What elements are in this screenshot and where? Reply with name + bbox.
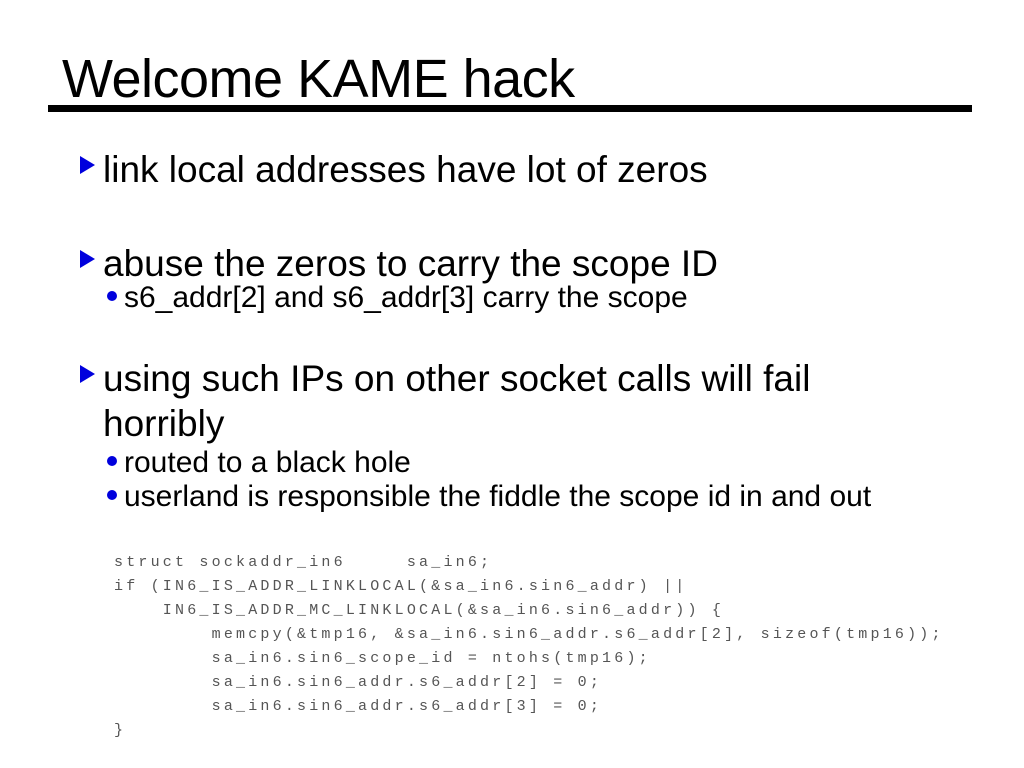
code-block: struct sockaddr_in6 sa_in6;if (IN6_IS_AD… [114, 551, 944, 743]
dot-bullet-icon [107, 456, 117, 466]
bullet-item-2: abuse the zeros to carry the scope ID [80, 241, 718, 286]
code-line-1: struct sockaddr_in6 sa_in6; [114, 554, 493, 571]
dot-bullet-icon [107, 291, 117, 301]
bullet-item-3: using such IPs on other socket calls wil… [80, 356, 810, 446]
code-line-2: if (IN6_IS_ADDR_LINKLOCAL(&sa_in6.sin6_a… [114, 578, 688, 595]
sub-bullet-text: routed to a black hole [124, 446, 411, 479]
sub-bullet-item-3-1: routed to a black hole [107, 446, 411, 480]
bullet-text: abuse the zeros to carry the scope ID [103, 243, 718, 284]
slide-title: Welcome KAME hack [62, 49, 575, 109]
sub-bullet-text: s6_addr[2] and s6_addr[3] carry the scop… [124, 281, 688, 314]
code-line-6: sa_in6.sin6_addr.s6_addr[2] = 0; [114, 674, 603, 691]
sub-bullet-item-2-1: s6_addr[2] and s6_addr[3] carry the scop… [107, 281, 688, 315]
bullet-text: using such IPs on other socket calls wil… [103, 356, 810, 446]
bullet-item-1: link local addresses have lot of zeros [80, 147, 708, 192]
code-line-8: } [114, 722, 127, 739]
code-line-5: sa_in6.sin6_scope_id = ntohs(tmp16); [114, 650, 651, 667]
sub-bullet-item-3-2: userland is responsible the fiddle the s… [107, 480, 871, 514]
bullet-text-line-1: using such IPs on other socket calls wil… [103, 358, 811, 399]
title-underline [48, 105, 972, 112]
code-line-3: IN6_IS_ADDR_MC_LINKLOCAL(&sa_in6.sin6_ad… [114, 602, 725, 619]
triangle-bullet-icon [80, 365, 95, 383]
dot-bullet-icon [107, 490, 117, 500]
triangle-bullet-icon [80, 250, 95, 268]
triangle-bullet-icon [80, 156, 95, 174]
bullet-text: link local addresses have lot of zeros [103, 149, 708, 190]
code-line-7: sa_in6.sin6_addr.s6_addr[3] = 0; [114, 698, 603, 715]
bullet-text-line-2: horribly [103, 403, 225, 444]
sub-bullet-text: userland is responsible the fiddle the s… [124, 480, 872, 513]
code-line-4: memcpy(&tmp16, &sa_in6.sin6_addr.s6_addr… [114, 626, 944, 643]
